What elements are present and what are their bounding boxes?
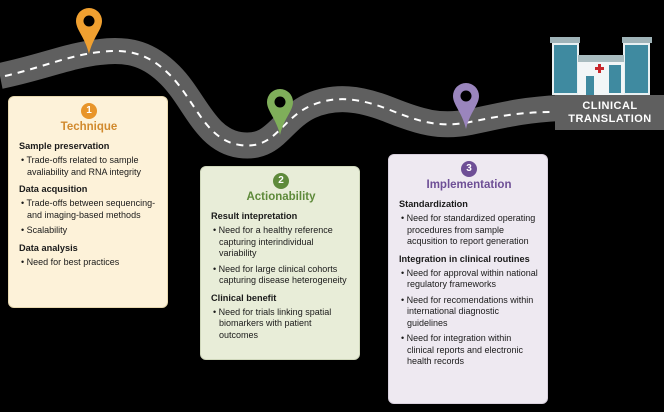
list-item: Need for trials linking spatial biomarke… [211,307,351,342]
road-center-line [4,49,556,147]
section-heading: Clinical benefit [211,292,277,303]
stage-title: Actionability [246,191,316,203]
list-item: Need for a healthy reference capturing i… [211,225,351,260]
stage-card-technique: 1 Technique Sample preservation Trade-of… [8,96,168,308]
section-heading: Integration in clinical routines [399,253,530,264]
stage-number-badge: 2 [273,173,289,189]
location-pin-3-icon [453,83,479,129]
list-item: Need for approval within national regula… [399,268,539,291]
stage-number-badge: 3 [461,161,477,177]
stage-title: Implementation [426,179,512,191]
road-end [555,95,664,130]
list-item: Need for standardized operating procedur… [399,213,539,248]
location-pin-2-icon [267,89,293,135]
section-heading: Result intepretation [211,211,298,221]
list-item: Scalability [19,225,159,237]
list-item: Need for integration within clinical rep… [399,333,539,368]
destination-label: CLINICAL TRANSLATION [560,100,660,126]
list-item: Trade-offs related to sample avaliabilit… [19,155,159,178]
stage-card-implementation: 3 Implementation Standardization Need fo… [388,154,548,404]
section-heading: Data acqusition [19,184,88,194]
section-heading: Sample preservation [19,141,110,151]
stage-card-actionability: 2 Actionability Result intepretation Nee… [200,166,360,360]
stage-title: Technique [60,121,118,133]
list-item: Need for large clinical cohorts capturin… [211,264,351,287]
list-item: Need for best practices [19,257,159,269]
list-item: Need for recomendations within internati… [399,295,539,330]
destination-line2: TRANSLATION [568,113,652,125]
list-item: Trade-offs between sequencing- and imagi… [19,198,159,221]
location-pin-1-icon [76,8,102,54]
section-heading: Data analysis [19,242,78,253]
destination-line1: CLINICAL [582,100,638,112]
stage-number-badge: 1 [81,103,97,119]
hospital-icon [550,37,652,95]
section-heading: Standardization [399,199,468,209]
